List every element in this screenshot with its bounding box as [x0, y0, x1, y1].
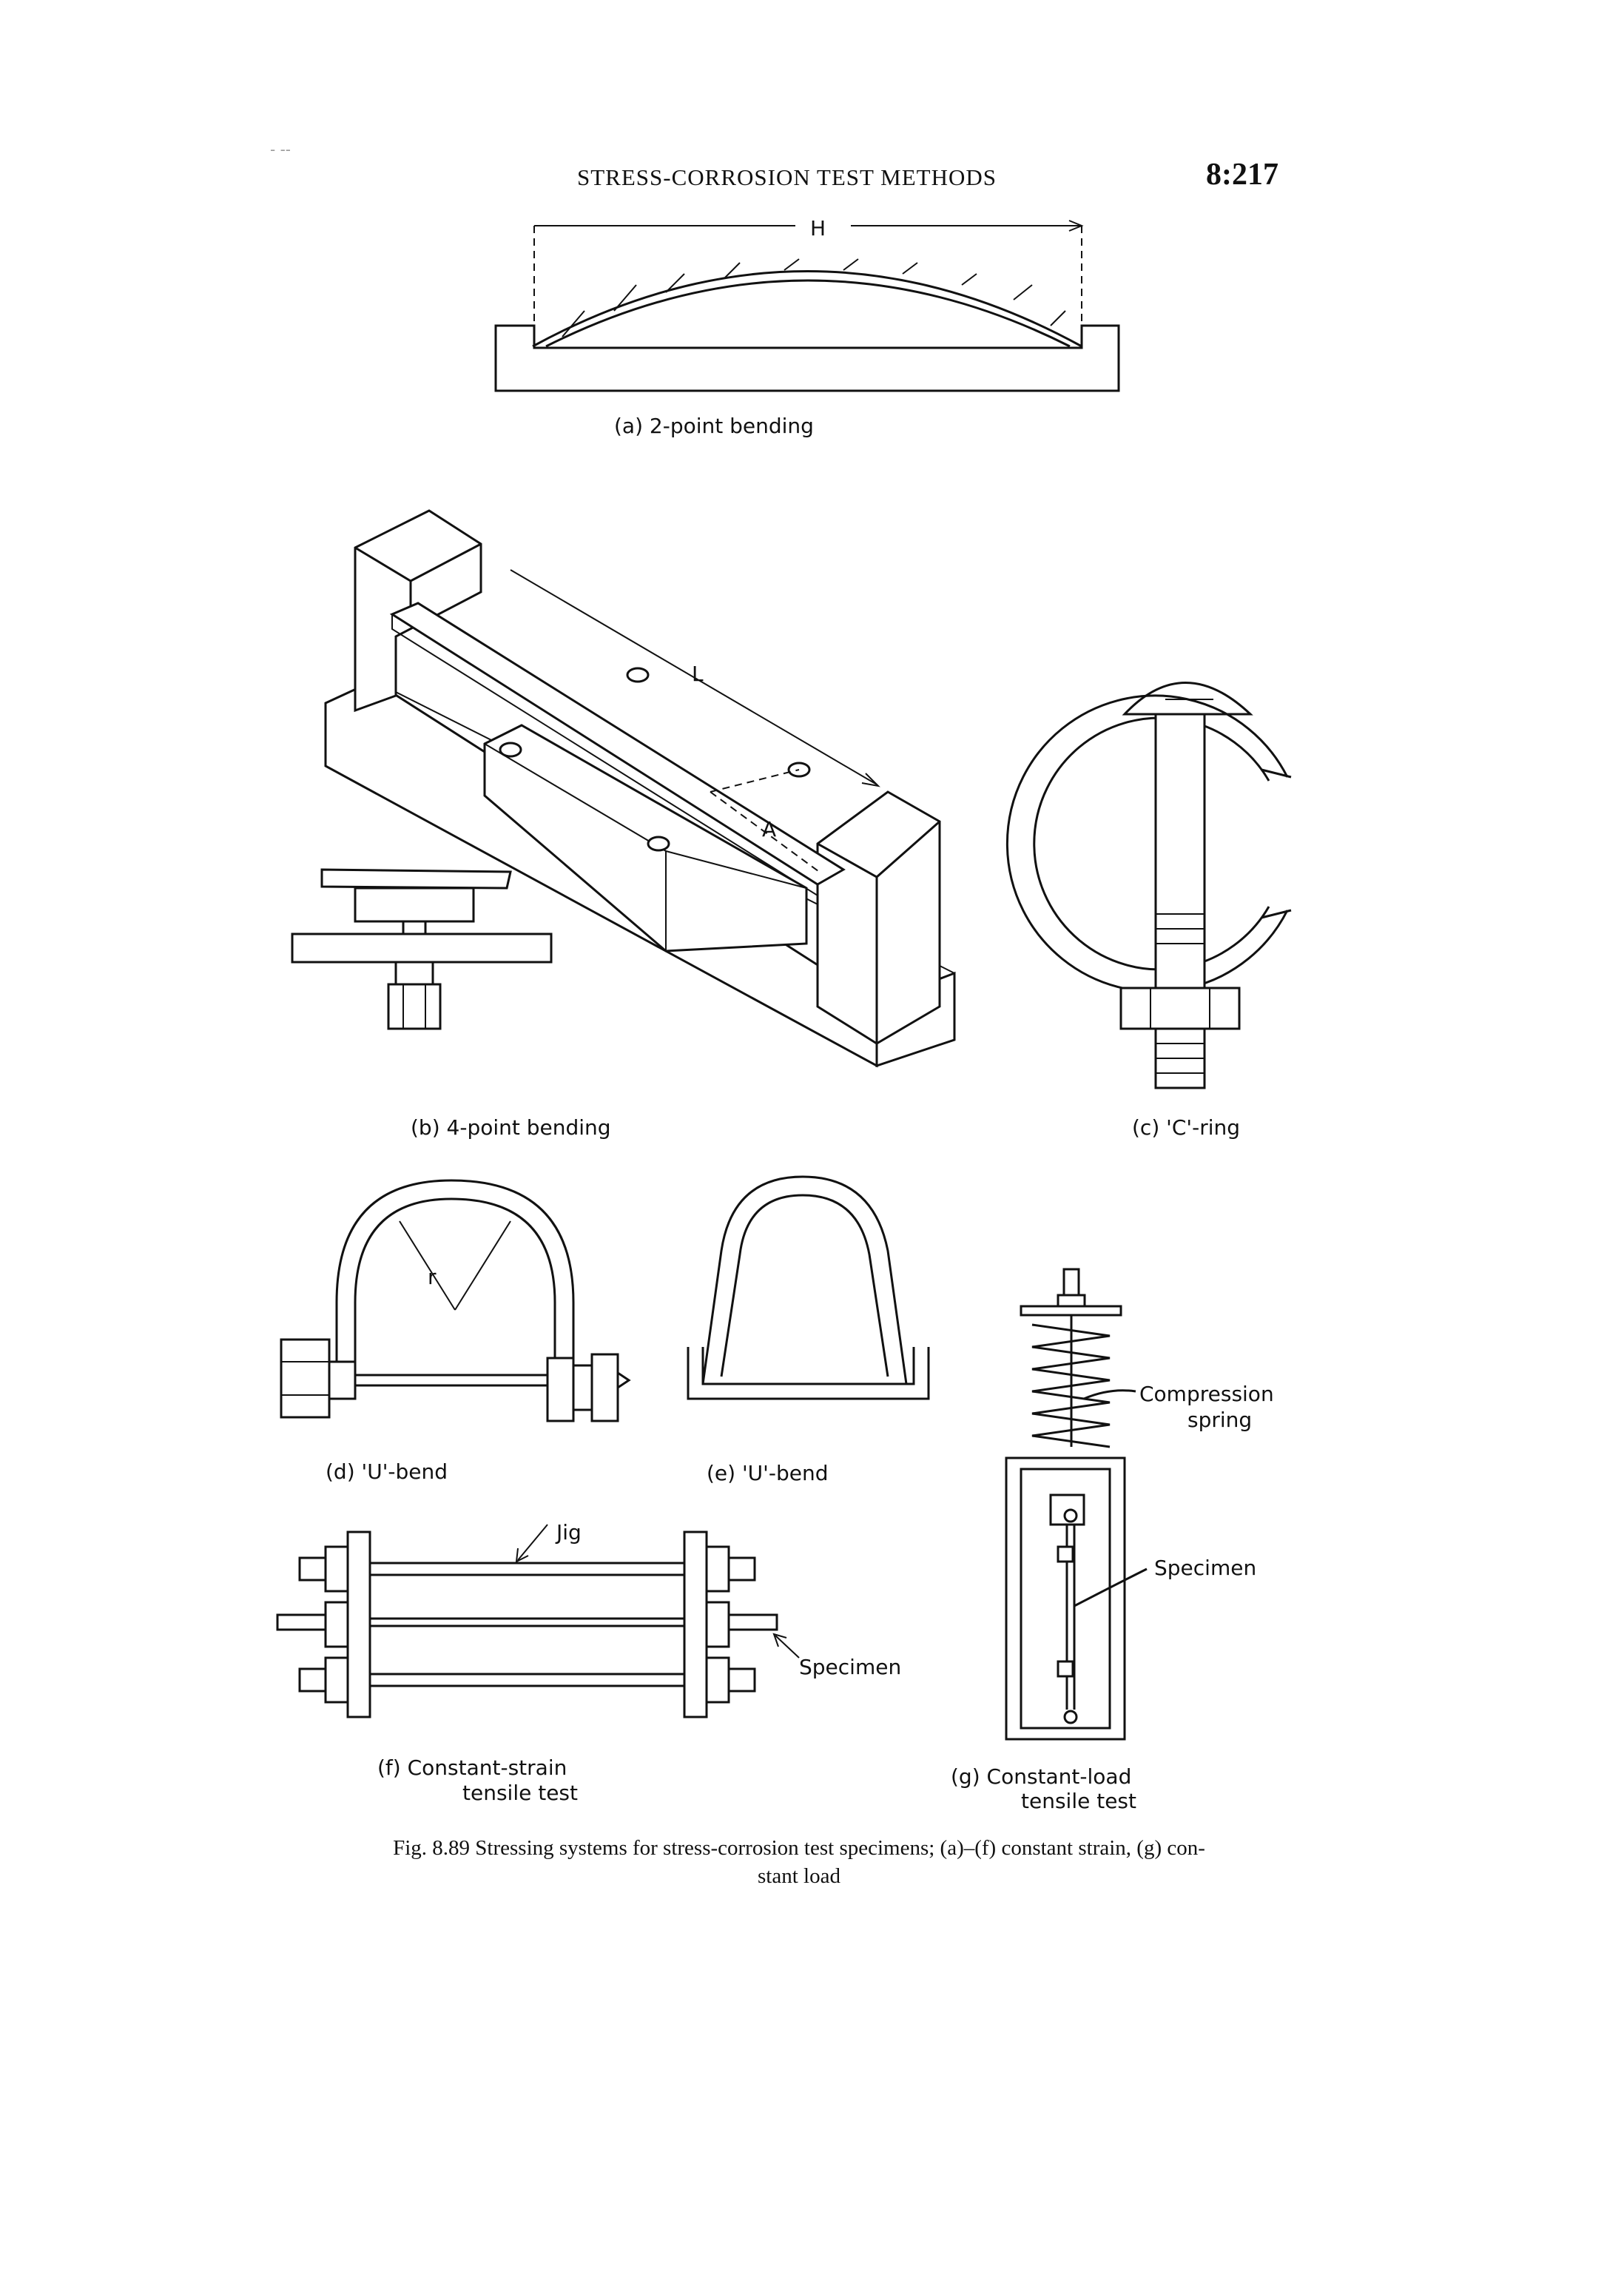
dimension-r: r	[428, 1265, 437, 1289]
figure-b-label: (b) 4-point bending	[411, 1115, 611, 1140]
callout-jig: Jig	[555, 1520, 582, 1545]
running-header: STRESS-CORROSION TEST METHODS	[577, 164, 997, 190]
callout-specimen-g: Specimen	[1154, 1556, 1256, 1580]
page-number: 8:217	[1206, 158, 1278, 192]
caption-line-1: Fig. 8.89 Stressing systems for stress-c…	[393, 1836, 1205, 1860]
figure-c-label: (c) 'C'-ring	[1132, 1115, 1240, 1140]
dimension-a: A	[762, 817, 776, 841]
figure-caption: Fig. 8.89 Stressing systems for stress-c…	[281, 1834, 1317, 1890]
figure-c-drawing	[1005, 682, 1292, 1089]
figure-e-drawing	[687, 1175, 930, 1400]
figure-d-drawing: r	[280, 1179, 631, 1422]
figure-g-label-line2: tensile test	[1021, 1789, 1136, 1813]
figure-f-drawing	[276, 1524, 800, 1718]
corner-marks: - --	[270, 141, 292, 158]
callout-compression-spring-line2: spring	[1187, 1408, 1252, 1432]
figure-g-label-line1: (g) Constant-load	[951, 1764, 1131, 1789]
figure-d-label: (d) 'U'-bend	[326, 1459, 448, 1484]
caption-line-2: stant load	[758, 1864, 840, 1888]
callout-specimen-f: Specimen	[799, 1655, 901, 1679]
figure-g-drawing	[1005, 1268, 1148, 1741]
figure-f-label-line2: tensile test	[462, 1781, 578, 1805]
dimension-h: H	[810, 216, 826, 241]
figure-a-label: (a) 2-point bending	[614, 414, 814, 438]
figure-a-drawing: H	[494, 216, 1120, 392]
callout-compression-spring-line1: Compression	[1139, 1382, 1274, 1406]
dimension-l: L	[692, 662, 704, 686]
figure-e-label: (e) 'U'-bend	[707, 1461, 829, 1485]
figure-b-drawing: L A	[291, 509, 956, 1068]
figure-f-label-line1: (f) Constant-strain	[377, 1755, 567, 1780]
